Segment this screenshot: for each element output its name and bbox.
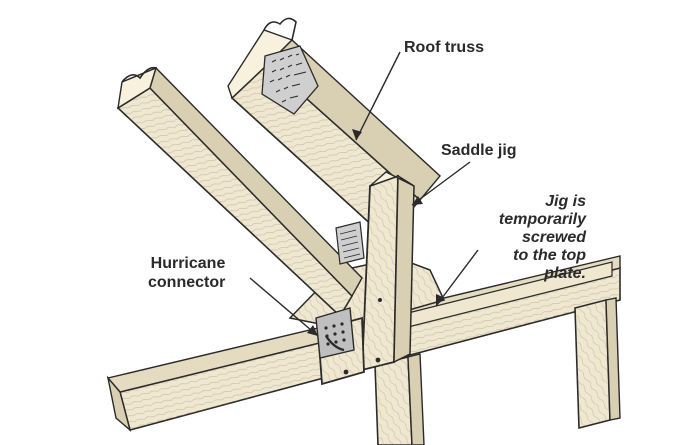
roof-truss-label: Roof truss (404, 39, 484, 56)
hurricane-label-line-1: Hurricane (150, 255, 226, 272)
heel-gusset-plate (335, 221, 365, 265)
note-line-3: screwed (521, 229, 586, 246)
jig-screw-note: Jig is temporarily screwed to the top pl… (499, 193, 586, 283)
hurricane-label-line-2: connector (148, 274, 226, 291)
leader-lines (249, 51, 479, 337)
note-line-2: temporarily (498, 211, 586, 228)
note-line-5: plate. (544, 265, 586, 282)
saddle-jig-leader (411, 161, 471, 206)
truss-gusset-plate (261, 45, 319, 115)
hurricane-connector (315, 307, 355, 359)
saddle-jig-label: Saddle jig (441, 142, 517, 159)
hurricane-connector-leader (249, 277, 319, 337)
note-line-1: Jig is (545, 193, 586, 210)
note-line-4: to the top (513, 247, 586, 264)
rafter-left (116, 66, 363, 318)
roof-truss-leader (355, 51, 401, 141)
hurricane-connector-label: Hurricane connector (148, 254, 225, 292)
jig-note-leader (435, 249, 479, 307)
saddle-jig (317, 171, 415, 386)
